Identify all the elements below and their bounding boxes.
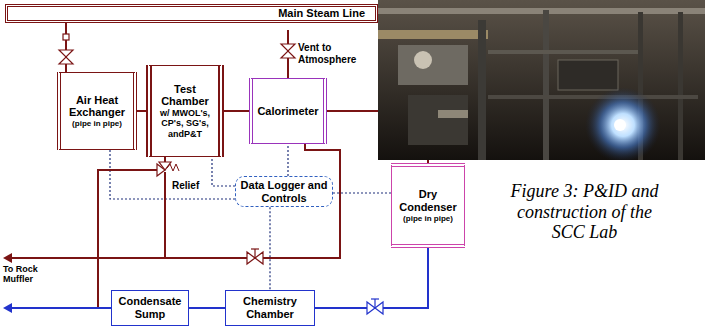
- steam-line-band: Main Steam Line: [5, 4, 378, 23]
- valve-symbol: [247, 252, 255, 264]
- node-title: Main Steam Line: [278, 7, 365, 20]
- lab-photo: [378, 0, 705, 160]
- test-chamber-box: Test Chamberw/ MWOL's, CP's, SG's, andP&…: [146, 65, 224, 157]
- signal-line: [212, 157, 235, 186]
- strainer-symbol: [63, 34, 69, 40]
- signal-line: [110, 150, 235, 199]
- valve-stem: [254, 249, 255, 258]
- relief-label-text: Relief: [172, 180, 210, 192]
- node-note: (pipe in pipe): [72, 119, 122, 128]
- valve-stem: [371, 298, 379, 299]
- valve-symbol: [281, 51, 295, 58]
- outlet-label: To Rock Muffler: [3, 264, 55, 285]
- arrow-head: [3, 303, 12, 313]
- chemistry-box: Chemistry Chamber: [225, 290, 315, 326]
- valve-stem: [374, 299, 375, 308]
- relief-line: [164, 172, 166, 258]
- condenser-box: Dry Condenser(pipe in pipe): [391, 163, 465, 248]
- arrow-head: [3, 253, 12, 263]
- vent-label: Vent to Atmosphere: [298, 42, 378, 65]
- relief-label: Relief: [172, 180, 210, 192]
- relief-valve-symbol: [157, 164, 165, 176]
- figure-caption: Figure 3: P&ID and construction of the S…: [502, 181, 667, 243]
- node-title: Dry Condenser: [394, 188, 462, 213]
- node-title: Air Heat Exchanger: [63, 94, 131, 119]
- figure-caption-text: Figure 3: P&ID and construction of the S…: [502, 181, 667, 243]
- node-title: Chemistry Chamber: [228, 295, 312, 320]
- node-title: Data Logger and Controls: [238, 179, 330, 204]
- valve-symbol: [255, 252, 263, 264]
- signal-line: [333, 192, 391, 193]
- condensate-line: [10, 307, 112, 309]
- valve-symbol: [375, 302, 383, 314]
- valve-symbol: [59, 57, 73, 64]
- node-title: Condensate Sump: [114, 295, 186, 320]
- valve-symbol: [367, 302, 375, 314]
- relief-line: [98, 170, 157, 308]
- drain-line: [10, 144, 340, 258]
- heat-exchanger-box: Air Heat Exchanger(pipe in pipe): [57, 72, 137, 150]
- calorimeter-box: Calorimeter: [249, 78, 327, 144]
- signal-line: [269, 207, 270, 290]
- outlet-label-text: To Rock Muffler: [3, 264, 55, 285]
- signal-line: [287, 144, 288, 176]
- node-title: Test Chamber: [154, 83, 216, 108]
- node-note: (pipe in pipe): [403, 214, 453, 223]
- pipe-line: [189, 307, 225, 309]
- node-note: w/ MWOL's, CP's, SG's, andP&T: [154, 108, 216, 139]
- valve-symbol: [59, 50, 73, 57]
- pipe-line: [137, 110, 146, 112]
- sump-box: Condensate Sump: [111, 290, 189, 326]
- controller-box: Data Logger and Controls: [235, 176, 333, 207]
- relief-line: [164, 157, 166, 162]
- valve-stem: [251, 248, 259, 249]
- relief-spring: [167, 164, 179, 171]
- pipe-line: [224, 110, 249, 112]
- node-title: Calorimeter: [257, 105, 318, 118]
- vent-label-text: Vent to Atmosphere: [298, 42, 378, 65]
- valve-symbol: [281, 44, 295, 51]
